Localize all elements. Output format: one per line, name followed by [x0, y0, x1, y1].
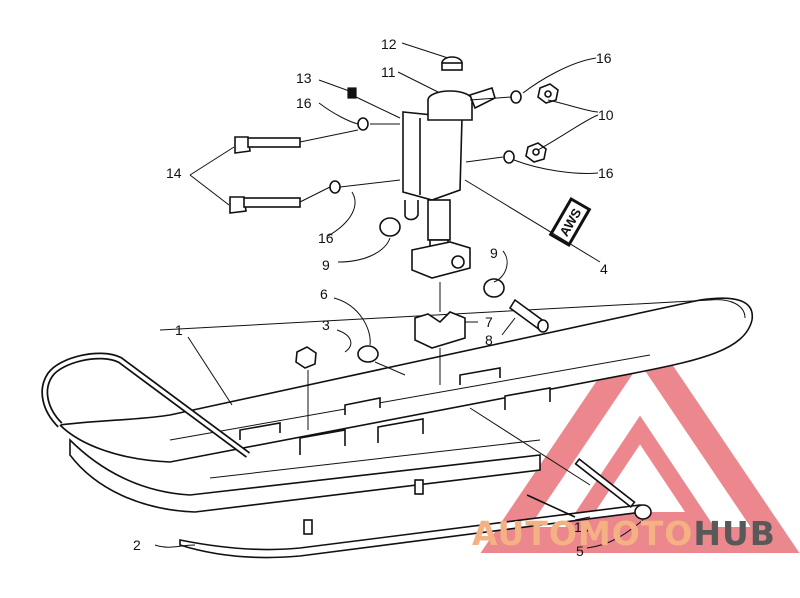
callout-3: 3 — [322, 317, 330, 333]
callout-7: 7 — [485, 314, 493, 330]
ski-studs — [303, 479, 424, 535]
callout-8: 8 — [485, 332, 493, 348]
ski — [41, 297, 753, 535]
ski-side-line-2 — [209, 439, 541, 479]
watermark-triangle-outer — [480, 316, 800, 553]
ski-saddle-bracket — [414, 311, 466, 349]
callout-14: 14 — [166, 165, 182, 181]
ski-top-edge — [159, 299, 746, 331]
callout-4: 4 — [600, 261, 608, 277]
callout-16-c: 16 — [598, 165, 614, 181]
callout-5: 5 — [576, 543, 584, 559]
callout-9-lower: 9 — [490, 245, 498, 261]
callout-6: 6 — [320, 286, 328, 302]
ski-body — [58, 297, 753, 463]
callout-10: 10 — [598, 107, 614, 123]
ski-side-line — [169, 354, 651, 441]
watermark-text-moto: MOTO — [578, 514, 693, 553]
callout-16-b: 16 — [596, 50, 612, 66]
watermark-logo — [480, 316, 800, 553]
watermark-triangle-inner — [565, 415, 715, 528]
ski-bottom-rail — [69, 438, 541, 513]
callout-labels: 1 2 3 4 5 6 7 8 9 9 10 11 12 13 14 15 16… — [133, 36, 614, 559]
spindle-housing — [402, 86, 496, 279]
callout-15: 15 — [574, 519, 590, 535]
callout-16-a: 16 — [296, 95, 312, 111]
ski-ridges — [239, 367, 551, 455]
watermark-text: AUTOMOTOHUB — [472, 514, 776, 553]
watermark-text-auto: AUTO — [472, 514, 578, 553]
callout-13: 13 — [296, 70, 312, 86]
watermark-text-hub: HUB — [693, 514, 776, 553]
leader-lines — [154, 42, 644, 549]
callout-11: 11 — [381, 64, 396, 80]
callout-16-d: 16 — [318, 230, 334, 246]
callout-12: 12 — [381, 36, 397, 52]
aws-decal: AWS — [548, 196, 592, 248]
callout-2: 2 — [133, 537, 141, 553]
callout-1: 1 — [175, 322, 183, 338]
callout-9-upper: 9 — [322, 257, 330, 273]
